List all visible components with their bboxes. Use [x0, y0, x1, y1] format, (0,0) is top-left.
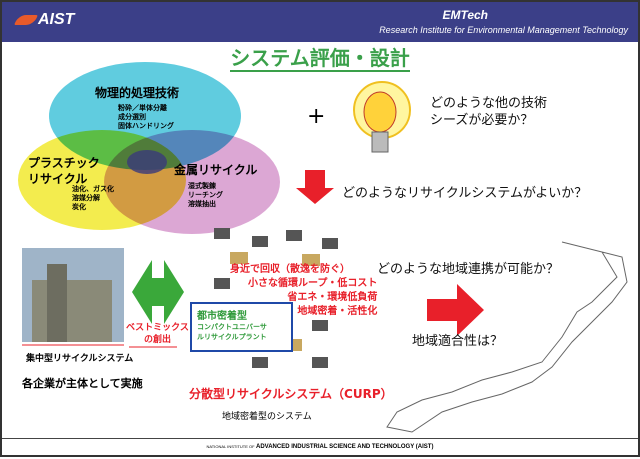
- question-region: どのような地域連携が可能か？: [377, 262, 560, 277]
- venn-physical-title: 物理的処理技術: [95, 86, 180, 100]
- benefits-list: 身近で回収（散逸を防ぐ） 小さな循環ループ・低コスト 省エネ・環境低負荷 地域密…: [230, 263, 377, 319]
- footer: NATIONAL INSTITUTE OF ADVANCED INDUSTRIA…: [2, 444, 638, 450]
- plus-sign: +: [307, 104, 326, 129]
- venn-item: 固体ハンドリング: [118, 121, 174, 130]
- question-tech: どのような他の技術シーズが必要か？: [430, 96, 547, 130]
- bestmix-line: ベストミックス: [126, 323, 189, 333]
- benefit-item: 小さな循環ループ・低コスト: [248, 278, 378, 289]
- venn-physical-items: 粉砕／単体分離成分選別固体ハンドリング: [118, 104, 174, 130]
- benefit-item: 地域密着・活性化: [297, 306, 378, 317]
- footer-small: NATIONAL INSTITUTE OF: [206, 444, 255, 449]
- japan-map: [386, 241, 628, 433]
- curp-label: 分散型リサイクルシステム（CURP）: [189, 387, 393, 401]
- benefit-item: 省エネ・環境低負荷: [287, 292, 378, 303]
- footer-main: ADVANCED INDUSTRIAL SCIENCE AND TECHNOLO…: [256, 444, 434, 450]
- institute-name: Research Institute for Environmental Man…: [379, 25, 628, 35]
- question-system: どのようなリサイクルシステムがよいか？: [342, 186, 588, 201]
- venn-item: 炭化: [72, 202, 86, 211]
- urban-plant-box: 都市密着型 コンパクトユニバーサ ルリサイクルプラント: [190, 302, 293, 352]
- question-fit: 地域適合性は？: [412, 334, 504, 349]
- box-line: ルリサイクルプラント: [197, 333, 267, 341]
- slide-title-text: システム評価・設計: [230, 46, 410, 72]
- venn-item: 成分選別: [118, 112, 146, 121]
- venn-metal-title: 金属リサイクル: [174, 163, 258, 177]
- slide-title: システム評価・設計: [2, 42, 638, 72]
- curp-subtitle: 地域密着型のシステム: [222, 412, 312, 422]
- venn-item: 湿式製錬: [188, 182, 216, 190]
- box-line: 都市密着型: [197, 311, 247, 322]
- benefit-item: 身近で回収（散逸を防ぐ）: [230, 264, 350, 275]
- right-arrow-icon: [427, 284, 484, 336]
- venn-item: 粉砕／単体分離: [118, 104, 167, 112]
- venn-item: 溶媒分解: [72, 193, 100, 202]
- venn-metal-items: 湿式製錬リーチング溶媒抽出: [188, 182, 223, 208]
- central-system-note: 各企業が主体として実施: [22, 377, 143, 390]
- header-bar: AIST EMTech Research Institute for Envir…: [2, 2, 638, 42]
- venn-item: 油化、ガス化: [72, 185, 114, 193]
- emtech-label: EMTech: [442, 8, 488, 22]
- venn-plastic-title: プラスチックリサイクル: [28, 156, 100, 187]
- bestmix-label: ベストミックスの創出: [126, 323, 189, 346]
- bestmix-line: の創出: [143, 334, 171, 345]
- footer-divider: [2, 438, 638, 439]
- down-arrow-icon: [296, 170, 334, 204]
- title-line: リサイクル: [28, 171, 88, 186]
- double-arrow-icon: [132, 260, 184, 324]
- logo-text: AIST: [38, 11, 75, 28]
- question-line: どのような他の技術: [430, 96, 548, 111]
- venn-item: リーチング: [188, 190, 223, 199]
- box-line: コンパクトユニバーサ: [197, 323, 267, 331]
- question-line: シーズが必要か？: [430, 112, 534, 128]
- venn-item: 溶媒抽出: [188, 199, 216, 208]
- venn-plastic-items: 油化、ガス化溶媒分解炭化: [72, 185, 114, 211]
- venn-center: [127, 150, 167, 174]
- lightbulb-icon: [353, 81, 411, 153]
- title-line: プラスチック: [28, 156, 100, 170]
- central-system-label: 集中型リサイクルシステム: [26, 354, 134, 364]
